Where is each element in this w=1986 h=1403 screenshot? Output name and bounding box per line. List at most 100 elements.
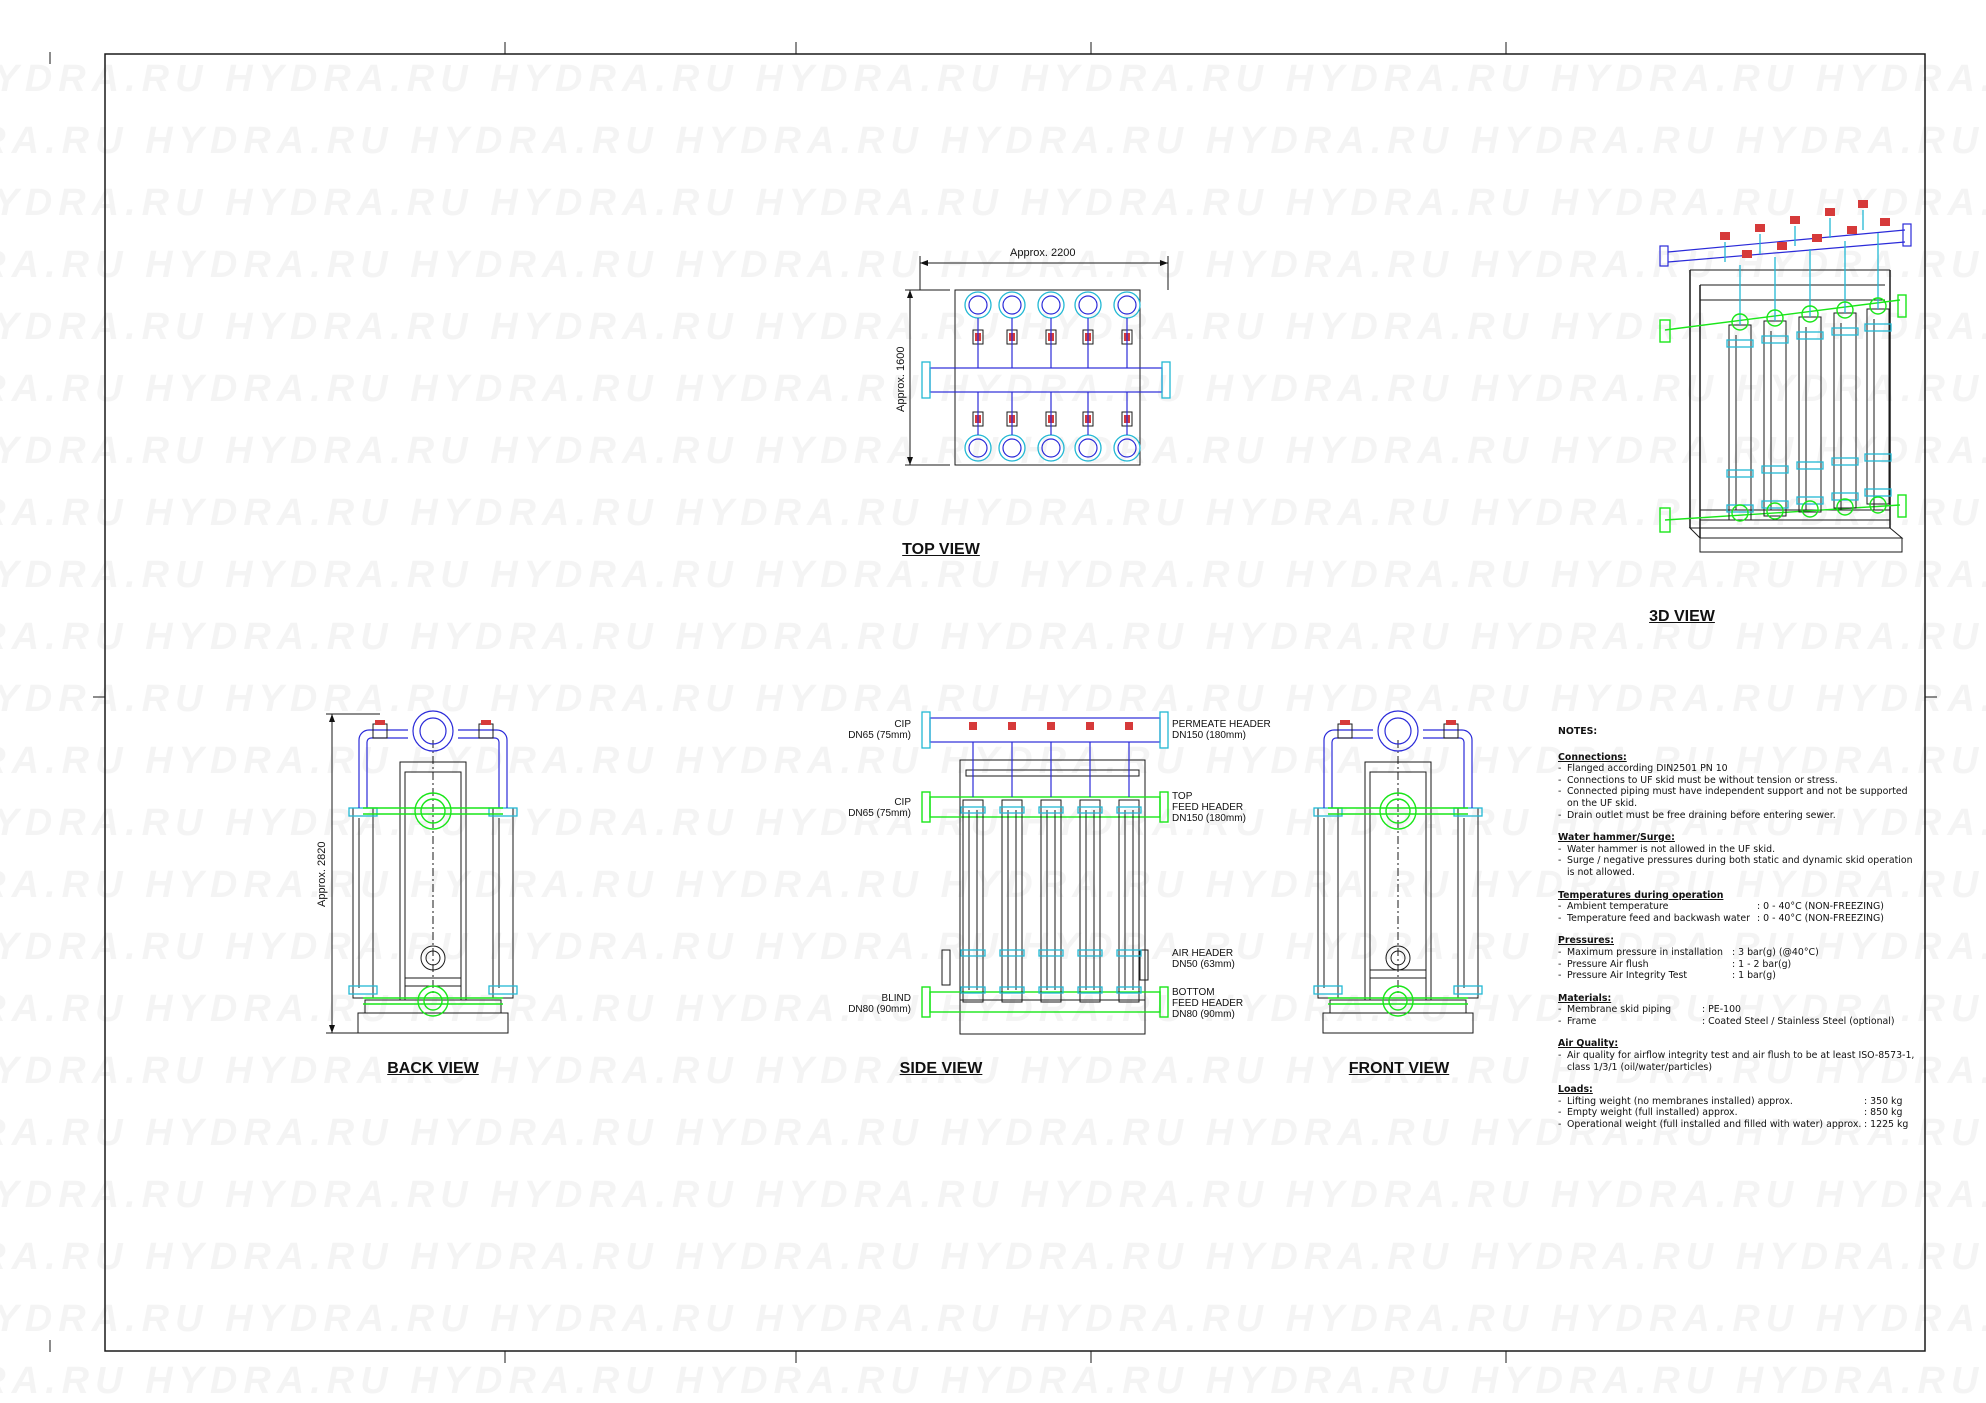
- notes-section: Connections:-Flanged according DIN2501 P…: [1558, 752, 1918, 822]
- valve-handle: [1125, 722, 1133, 730]
- module-clamp: [1831, 492, 1859, 501]
- pipe-bend: [358, 729, 408, 808]
- notes-section-heading: Air Quality:: [1558, 1038, 1619, 1050]
- module-clamp: [1796, 496, 1824, 505]
- dimension-height: Approx. 2820: [316, 841, 328, 907]
- notes-item: -Pressure Air flush: 1 - 2 bar(g): [1558, 958, 1792, 970]
- module-clamp: [999, 986, 1025, 994]
- notes-item: -Pressure Air Integrity Test: 1 bar(g): [1558, 970, 1776, 982]
- pipe-bend: [1331, 737, 1373, 808]
- notes-section-heading: Pressures:: [1558, 935, 1614, 947]
- valve-handle: [1008, 722, 1016, 730]
- iso-feed-conn: [1836, 498, 1854, 516]
- notes-item: -Connections to UF skid must be without …: [1558, 774, 1838, 786]
- module-top-inner: [1041, 438, 1061, 458]
- valve-handle: [481, 720, 491, 725]
- valve-body: [1337, 723, 1353, 739]
- iso-valve: [1847, 226, 1857, 234]
- notes-section-heading: Connections:: [1558, 751, 1627, 763]
- module-top-inner: [1002, 295, 1022, 315]
- top-feed-pipe: [1385, 798, 1411, 824]
- valve-body: [478, 723, 494, 739]
- iso-feed-conn: [1869, 496, 1887, 514]
- notes-section-heading: Loads:: [1558, 1084, 1593, 1096]
- iso-feed-conn: [1801, 305, 1819, 323]
- notes-item: -Flanged according DIN2501 PN 10: [1558, 763, 1728, 775]
- notes-section: Temperatures during operation-Ambient te…: [1558, 890, 1918, 925]
- top-feed-flange: [414, 792, 452, 830]
- back-view-drawing: [326, 710, 518, 1034]
- iso-valve: [1720, 232, 1730, 240]
- notes-body: Connections:-Flanged according DIN2501 P…: [1558, 752, 1918, 1131]
- iso-feed-conn: [1869, 297, 1887, 315]
- module-top-inner: [1078, 438, 1098, 458]
- module-clamp: [1038, 986, 1064, 994]
- module-clamp: [1038, 949, 1064, 957]
- notes-item: -Drain outlet must be free draining befo…: [1558, 809, 1836, 821]
- iso-valve: [1825, 208, 1835, 216]
- module-clamp: [1116, 806, 1142, 814]
- notes-item: -Connected piping must have independent …: [1558, 786, 1908, 809]
- notes-item: -Lifting weight (no membranes installed)…: [1558, 1095, 1903, 1107]
- pipe-bend: [458, 729, 508, 808]
- iso-valve: [1858, 200, 1868, 208]
- iso-valve: [1812, 234, 1822, 242]
- iso-valve: [1880, 218, 1890, 226]
- permeate-header-flange: [412, 710, 454, 752]
- valve-handle: [375, 720, 385, 725]
- valve-handle: [1446, 720, 1456, 725]
- membrane-module: [1040, 799, 1062, 1003]
- dimension-width: Approx. 2200: [1010, 247, 1076, 259]
- module-clamp: [1864, 488, 1892, 497]
- iso-membrane-module: [1728, 324, 1752, 521]
- top-view-title: TOP VIEW: [902, 541, 980, 558]
- membrane-module: [1079, 799, 1101, 1003]
- membrane-module: [1457, 807, 1479, 999]
- air-header-flange: [420, 945, 446, 971]
- module-clamp: [999, 949, 1025, 957]
- bottom-feed-pipe: [1388, 991, 1408, 1011]
- iso-feed-conn: [1766, 502, 1784, 520]
- air-header-pipe: [1390, 950, 1406, 966]
- module-top-inner: [1041, 295, 1061, 315]
- permeate-header-flange: [1377, 710, 1419, 752]
- membrane-module: [492, 807, 514, 999]
- valve-handle: [1086, 722, 1094, 730]
- front-view-title: FRONT VIEW: [1348, 1060, 1450, 1077]
- membrane-module: [352, 807, 374, 999]
- notes-title: NOTES:: [1558, 726, 1598, 737]
- notes-section-heading: Materials:: [1558, 992, 1612, 1004]
- notes-item: -Air quality for airflow integrity test …: [1558, 1050, 1915, 1073]
- iso-feed-conn: [1836, 301, 1854, 319]
- notes-item: -Surge / negative pressures during both …: [1558, 855, 1913, 878]
- dimension-depth: Approx. 1600: [895, 346, 907, 412]
- notes-section: Pressures:-Maximum pressure in installat…: [1558, 935, 1918, 981]
- valve-handle: [1340, 720, 1350, 725]
- module-clamp: [348, 985, 378, 995]
- module-top-inner: [1002, 438, 1022, 458]
- module-top-inner: [1117, 295, 1137, 315]
- module-clamp: [1796, 461, 1824, 470]
- module-clamp: [1116, 949, 1142, 957]
- module-clamp: [1761, 465, 1789, 474]
- top-view-drawing: [905, 256, 1171, 466]
- air-header-pipe: [425, 950, 441, 966]
- membrane-module: [1317, 807, 1339, 999]
- module-clamp: [1864, 323, 1892, 332]
- iso-membrane-module: [1833, 312, 1857, 509]
- module-clamp: [1831, 457, 1859, 466]
- iso-feed-conn: [1801, 500, 1819, 518]
- iso-valve: [1777, 242, 1787, 250]
- valve-body: [1443, 723, 1459, 739]
- module-clamp: [488, 985, 518, 995]
- iso-membrane-module: [1798, 316, 1822, 513]
- module-clamp: [1831, 327, 1859, 336]
- membrane-module: [962, 799, 984, 1003]
